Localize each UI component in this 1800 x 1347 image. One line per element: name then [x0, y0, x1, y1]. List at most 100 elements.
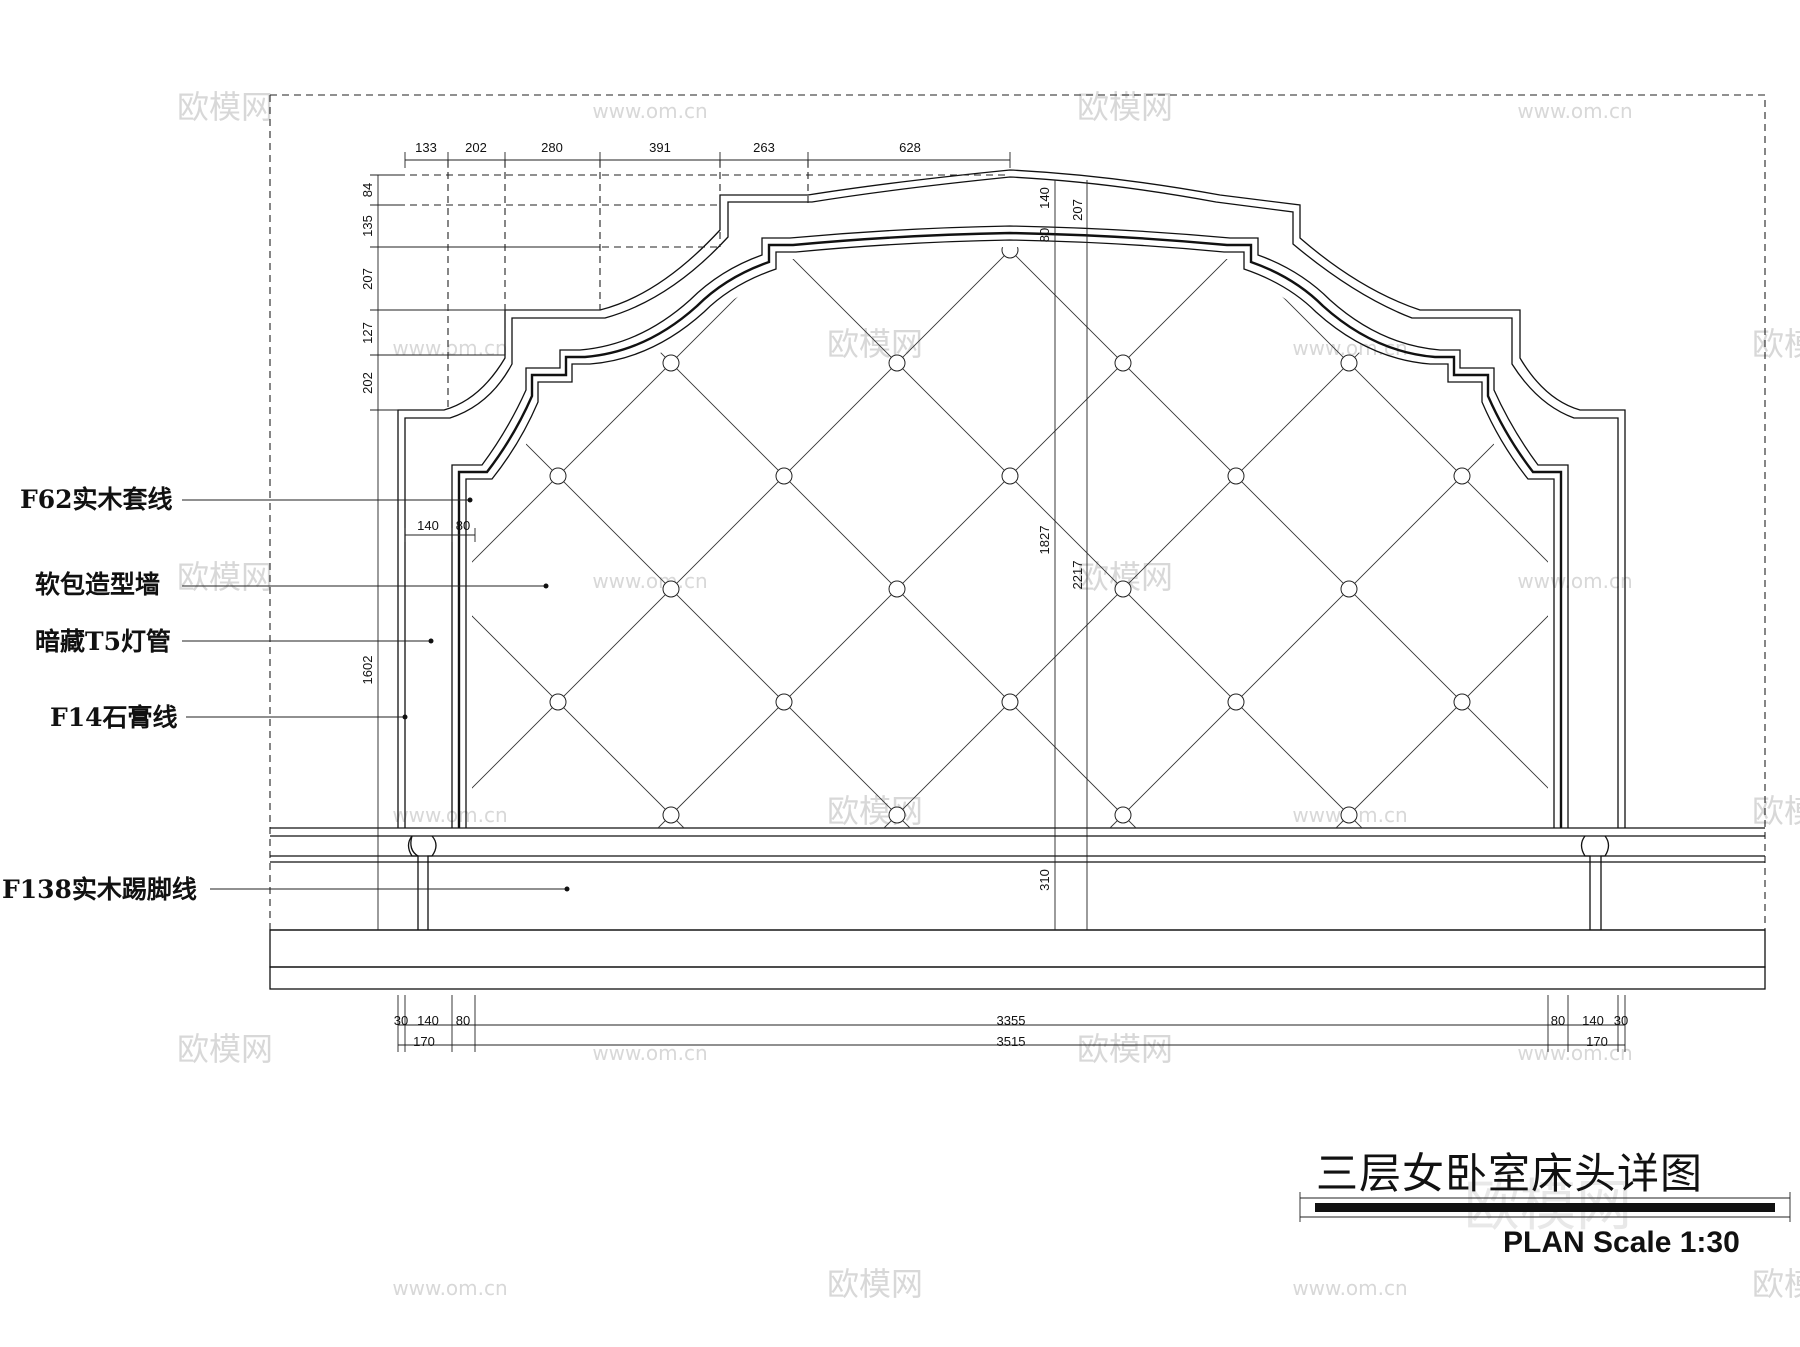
bottom-dimension-chains	[397, 995, 1626, 1052]
dim-center-0: 140	[1037, 187, 1052, 209]
inner-left-dimension	[404, 528, 476, 542]
watermark-text: www.om.cn	[592, 569, 707, 593]
watermark-text: 欧模网	[177, 558, 273, 596]
dim-top-0: 133	[415, 140, 437, 155]
tufting-diagonal-line	[0, 250, 232, 828]
dim-bottom1-3: 3355	[997, 1013, 1026, 1028]
tufting-button	[888, 806, 906, 824]
tufting-diagonal-line	[472, 249, 785, 828]
watermark-text: www.om.cn	[1292, 1276, 1407, 1300]
watermark-layer: 欧模网 www.om.cn 欧模网 www.om.cn www.om.cn 欧模网 www.…	[177, 88, 1800, 1303]
dim-top-2: 280	[541, 140, 563, 155]
scale-label: PLAN Scale 1:30	[1503, 1226, 1740, 1259]
dim-left-4: 202	[360, 372, 375, 394]
dim-bottom2-1: 3515	[997, 1034, 1026, 1049]
watermark-text: 欧模网	[1077, 88, 1173, 126]
dim-top-3: 391	[649, 140, 671, 155]
label-f138-skirting: F138实木踢脚线	[2, 875, 197, 904]
watermark-text: 欧模网	[1077, 1030, 1173, 1068]
watermark-text: www.om.cn	[1517, 99, 1632, 123]
skirting-feet	[407, 835, 1610, 930]
tufting-button	[888, 580, 906, 598]
tufting-button	[1114, 580, 1132, 598]
tufting-button	[1114, 806, 1132, 824]
top-dimension-chain	[404, 152, 1011, 168]
watermark-text: 欧模网	[1752, 1265, 1800, 1303]
tufting-button	[1001, 693, 1019, 711]
tufting-diagonal-line	[0, 250, 106, 828]
tufting-button	[1340, 580, 1358, 598]
plaster-moulding-outer	[397, 169, 1626, 828]
watermark-text: 欧模网	[1752, 792, 1800, 830]
dim-top-1: 202	[465, 140, 487, 155]
dim-center-4: 2217	[1070, 561, 1085, 590]
watermark-text: www.om.cn	[392, 1276, 507, 1300]
watermark-text: 欧模网	[177, 1030, 273, 1068]
tufting-diagonal-line	[1235, 249, 1548, 828]
tufting-button	[1453, 247, 1471, 259]
watermark-text: 欧模网	[177, 88, 273, 126]
dim-bottom1-6: 30	[1614, 1013, 1628, 1028]
tufting-diagonal-line	[1335, 249, 1548, 828]
dim-center-1: 207	[1070, 199, 1085, 221]
drawing-title: 三层女卧室床头详图	[1316, 1149, 1703, 1198]
tufting-button	[775, 467, 793, 485]
plaster-moulding-inner	[404, 176, 1619, 828]
watermark-text: 欧模网	[827, 792, 923, 830]
label-t5-lamp: 暗藏T5灯管	[35, 627, 171, 656]
watermark-text: 欧模网	[1752, 325, 1800, 363]
tufting-diagonal-line	[657, 249, 1237, 828]
tufting-diagonal-line	[0, 250, 332, 828]
tufting-button	[662, 354, 680, 372]
tufting-button	[549, 467, 567, 485]
watermark-text: www.om.cn	[392, 336, 507, 360]
left-dimension-chain	[370, 160, 1010, 930]
tufting-diagonal-line	[1461, 249, 1548, 828]
floor-bands	[269, 827, 1766, 990]
tufting-button	[1114, 354, 1132, 372]
dim-inner-left-0: 140	[417, 518, 439, 533]
tufting-button	[775, 693, 793, 711]
tufting-button	[1227, 467, 1245, 485]
watermark-text: 欧模网	[827, 1265, 923, 1303]
tufting-diagonal-line	[783, 249, 1363, 828]
tufting-buttons	[549, 247, 1471, 824]
watermark-text: www.om.cn	[592, 99, 707, 123]
dim-center-5: 310	[1037, 869, 1052, 891]
tufting-button	[549, 247, 567, 259]
tufting-button	[888, 354, 906, 372]
tufting-diagonal-line	[472, 249, 685, 828]
wall-boundary	[269, 94, 1766, 930]
tufting-diagonal-line	[1109, 249, 1548, 828]
dim-left-1: 135	[360, 215, 375, 237]
tufting-button	[662, 806, 680, 824]
tufting-button	[1453, 467, 1471, 485]
dim-bottom2-2: 170	[1586, 1034, 1608, 1049]
wood-casing-inner	[465, 239, 1555, 828]
tufting-diagonal-line	[0, 250, 6, 828]
dim-bottom2-0: 170	[413, 1034, 435, 1049]
tufting-button	[1340, 354, 1358, 372]
dim-top-4: 263	[753, 140, 775, 155]
tufting-button	[1340, 806, 1358, 824]
tufting-button	[1001, 247, 1019, 259]
dim-left-5: 1602	[360, 656, 375, 685]
dim-bottom1-4: 80	[1551, 1013, 1565, 1028]
title-block: 三层女卧室床头详图 PLAN Scale 1:30	[1299, 1149, 1791, 1259]
tufting-button	[662, 580, 680, 598]
dim-top-5: 628	[899, 140, 921, 155]
watermark-text: www.om.cn	[1517, 569, 1632, 593]
dim-left-2: 207	[360, 268, 375, 290]
wood-casing-mid	[457, 231, 1563, 828]
label-leaders	[182, 497, 570, 892]
tufting-diagonal-line	[472, 249, 1011, 828]
tufting-diagonal-line	[472, 249, 911, 828]
dim-inner-left-1: 80	[456, 518, 470, 533]
tufting-button	[1001, 467, 1019, 485]
dim-center-3: 1827	[1037, 526, 1052, 555]
wood-casing-outer	[451, 225, 1569, 828]
watermark-text: www.om.cn	[392, 803, 507, 827]
tufting-diagonal-line	[1009, 249, 1548, 828]
dim-bottom1-1: 140	[417, 1013, 439, 1028]
